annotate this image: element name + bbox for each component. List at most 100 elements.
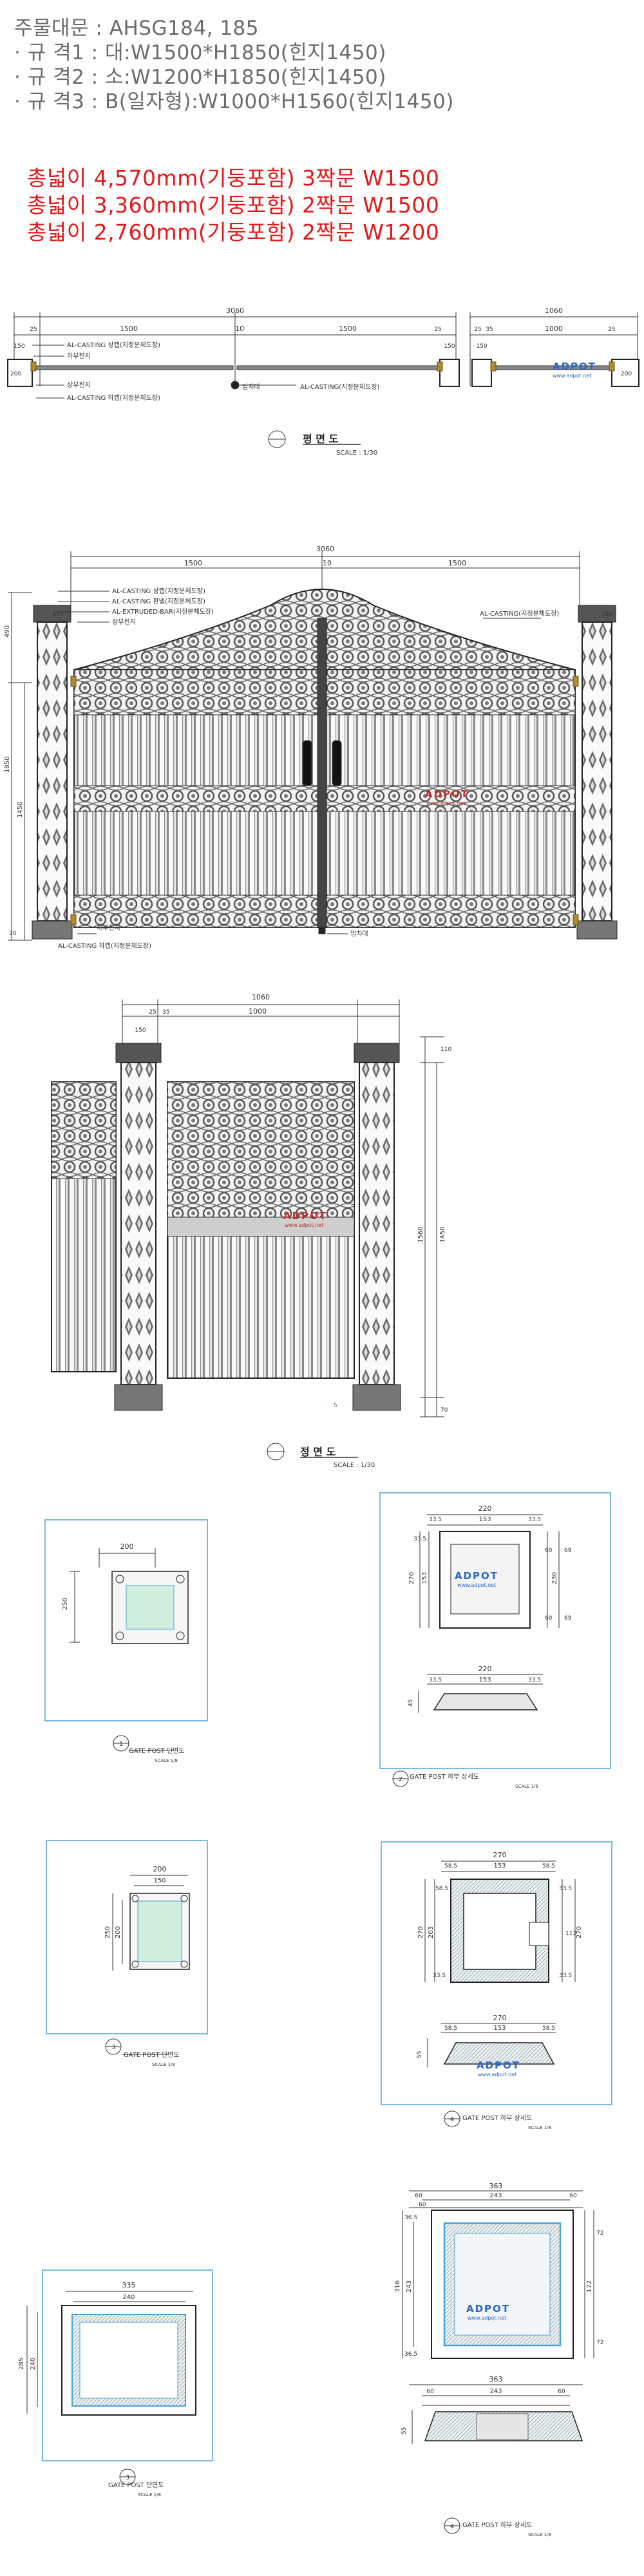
width-line-3: 총넓이 2,760mm(기둥포함) 2짝문 W1200 <box>27 220 440 245</box>
plan-label-lower-hinge: 상부힌지 <box>67 381 91 389</box>
watermark-post-2: ADPOT www.adpot.net <box>455 1570 498 1588</box>
post4-dim-bottom-b: 58.5 <box>542 2025 555 2032</box>
watermark-side: ADPOT www.adpot.net <box>283 1210 326 1228</box>
post2-dim-h: 270 <box>408 1572 415 1584</box>
post4-dim-base-h: 55 <box>417 2051 423 2058</box>
post-section-1 <box>44 1519 208 1752</box>
elev-dim-150a: 150 <box>52 611 63 618</box>
post5-title: GATE POST 단면도 <box>108 2481 164 2489</box>
plan-dim-35: 35 <box>486 327 493 333</box>
watermark-elevation: ADPOT www.adpot.net <box>425 788 469 806</box>
post3-title: GATE POST 단면도 <box>124 2051 180 2059</box>
post6-dim-bottom-w: 363 <box>489 2375 503 2383</box>
plan-dim-left: 1500 <box>120 325 138 333</box>
post4-dim-e: 112 <box>565 1931 576 1937</box>
plan-dim-200b: 200 <box>621 371 632 377</box>
post2-detail-num: 2 <box>399 1776 402 1783</box>
post4-dim-w: 270 <box>493 1851 507 1859</box>
plan-dim-150b: 150 <box>444 343 455 350</box>
post2-dim-bottom-w: 220 <box>478 1665 492 1673</box>
elev-label-stopper: 멈치대 <box>350 930 368 938</box>
post2-dim-base-h: 45 <box>408 1700 414 1707</box>
post4-dim-bottom-in: 153 <box>493 2025 506 2032</box>
post-section-3 <box>26 2269 213 2485</box>
post4-detail-num: 4 <box>450 2116 454 2123</box>
plan-dim-25d: 25 <box>608 327 615 333</box>
side-dim-1450: 1450 <box>439 1227 446 1243</box>
post2-dim-f: 69 <box>564 1615 572 1622</box>
svg-text:www.adpot.net: www.adpot.net <box>285 1222 323 1228</box>
post5-detail-num: 3 <box>126 2474 129 2481</box>
post2-dim-g: 33.5 <box>413 1536 426 1542</box>
elev-dim-right: 1500 <box>448 559 466 567</box>
post2-scale: SCALE 1/8 <box>515 1784 538 1789</box>
spec-1: · 규 격1 : 대:W1500*H1850(힌지1450) <box>14 41 386 64</box>
plan-dim-side-inner: 1000 <box>545 325 563 333</box>
side-dim-total: 1060 <box>252 993 270 1001</box>
elevation-scale: SCALE : 1/30 <box>334 1462 375 1469</box>
side-dim-1560: 1560 <box>417 1227 424 1243</box>
plan-label-upper-hinge: 하부힌지 <box>67 352 91 360</box>
post4-dim-bottom-a: 58.5 <box>444 2025 457 2032</box>
post-section-2 <box>46 1840 208 2055</box>
post5-dim-top-in: 240 <box>122 2294 135 2301</box>
post2-dim-d: 60 <box>545 1615 553 1622</box>
elev-dim-1850: 1850 <box>4 757 11 773</box>
plan-title: 평 면 도 <box>303 433 339 445</box>
elev-dim-mid: 10 <box>323 559 332 567</box>
plan-dim-150c: 150 <box>476 343 487 350</box>
spec-2: · 규 격2 : 소:W1200*H1850(힌지1450) <box>14 66 386 89</box>
side-dim-70: 70 <box>440 1407 448 1414</box>
post4-dim-w-in: 153 <box>493 1862 506 1870</box>
elev-dim-1450: 1450 <box>17 802 24 818</box>
plan-dim-right: 1500 <box>339 325 357 333</box>
post6-dim-g: 60 <box>419 2202 426 2208</box>
post6-dim-bottom-a: 60 <box>426 2389 434 2395</box>
svg-text:www.adpot.net: www.adpot.net <box>426 800 465 806</box>
post4-scale: SCALE 1/8 <box>528 2125 551 2130</box>
post6-dim-w-in: 243 <box>489 2192 502 2199</box>
post2-dim-bottom-b: 33.5 <box>528 1677 541 1683</box>
plan-dim-25b: 25 <box>434 327 441 333</box>
side-elevation <box>51 999 444 1461</box>
post4-dim-f: 33.5 <box>433 1973 446 1979</box>
plan-dim-200a: 200 <box>10 371 21 377</box>
svg-text:ADPOT: ADPOT <box>425 788 469 800</box>
plan-label-right-cast: AL-CASTING(지정분체도장) <box>300 383 379 391</box>
post2-dim-h-in: 153 <box>421 1572 428 1584</box>
svg-text:www.adpot.net: www.adpot.net <box>553 373 591 379</box>
svg-text:www.adpot.net: www.adpot.net <box>478 2072 516 2078</box>
post4-dim-bottom-w: 270 <box>493 2014 507 2022</box>
post4-title: GATE POST 하부 상세도 <box>462 2114 532 2122</box>
post6-dim-a: 60 <box>415 2193 422 2199</box>
post6-detail-num: 4 <box>450 2523 454 2530</box>
post2-dim-e: 69 <box>564 1548 572 1554</box>
elev-dim-150b: 150 <box>601 611 612 618</box>
post3-scale: SCALE 1/8 <box>152 2062 175 2067</box>
post6-dim-c: 36.5 <box>404 2215 417 2221</box>
plan-dim-total: 3060 <box>226 307 244 315</box>
svg-text:ADPOT: ADPOT <box>455 1570 498 1582</box>
post3-dim-side: 250 <box>104 1926 111 1938</box>
post4-dim-g: 58.5 <box>435 1886 448 1892</box>
plan-view <box>7 312 639 448</box>
side-dim-inner: 1000 <box>249 1007 267 1016</box>
post2-dim-b: 33.5 <box>528 1517 541 1523</box>
svg-text:ADPOT: ADPOT <box>466 2303 510 2315</box>
elev-dim-left: 1500 <box>184 559 202 567</box>
side-dim-5: 5 <box>334 1403 337 1409</box>
post6-dim-b: 60 <box>569 2193 577 2199</box>
plan-dim-25a: 25 <box>30 327 37 333</box>
plan-dim-mid: 10 <box>235 325 244 333</box>
post2-dim-w: 220 <box>478 1504 492 1513</box>
elev-label-cast-right: AL-CASTING(지정분체도장) <box>480 610 559 618</box>
watermark-post-6: ADPOT www.adpot.net <box>466 2303 510 2321</box>
post6-dim-w: 363 <box>489 2182 503 2190</box>
post6-dim-e: 72 <box>596 2230 603 2237</box>
post4-dim-h-mid: 270 <box>576 1926 583 1938</box>
post1-scale: SCALE 1/8 <box>155 1758 178 1763</box>
plan-dim-side-total: 1060 <box>545 307 563 315</box>
post3-detail-num: 3 <box>111 2044 115 2051</box>
post5-dim-side: 285 <box>18 2358 25 2370</box>
